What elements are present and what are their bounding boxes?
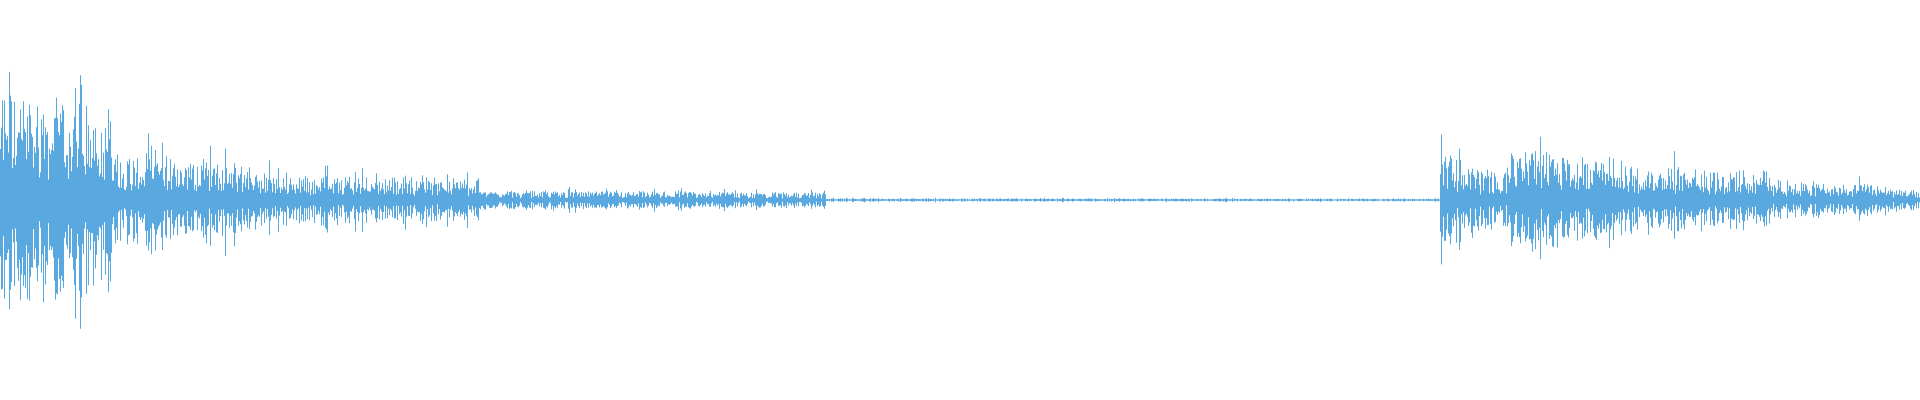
waveform-lines xyxy=(0,71,1920,329)
